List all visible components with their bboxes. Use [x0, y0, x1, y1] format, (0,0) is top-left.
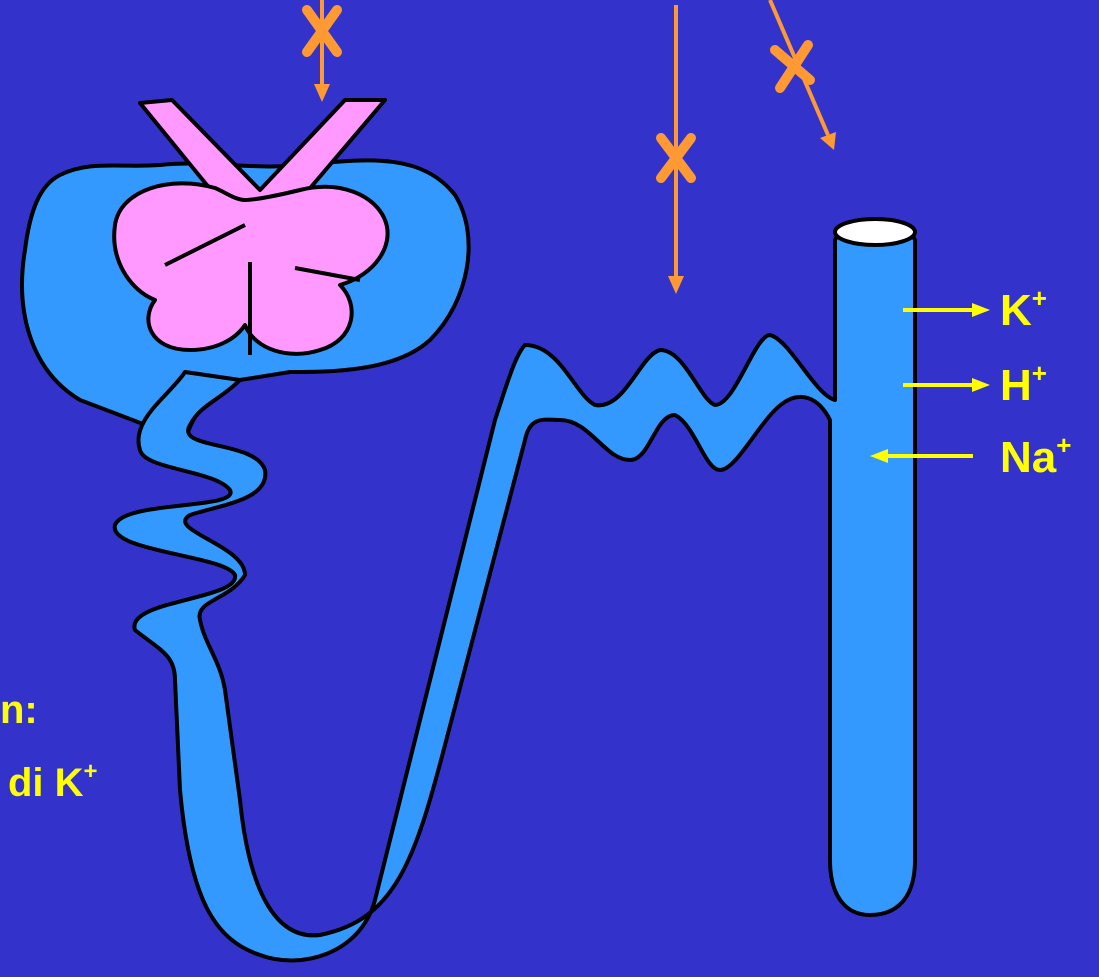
- na-reabsorption-arrow: [870, 449, 973, 463]
- h-ion-label: H+: [1000, 364, 1047, 408]
- collecting-duct-opening: [835, 219, 915, 245]
- caption-line-2: di K+: [8, 763, 98, 803]
- caption-line-1: n:: [0, 690, 38, 730]
- blocked-arrow-right: [770, 0, 836, 150]
- k-ion-label: K+: [1000, 289, 1047, 333]
- na-ion-label: Na+: [1000, 436, 1071, 480]
- blocked-arrow-left: [307, 0, 337, 102]
- blocked-arrow-middle: [661, 5, 691, 294]
